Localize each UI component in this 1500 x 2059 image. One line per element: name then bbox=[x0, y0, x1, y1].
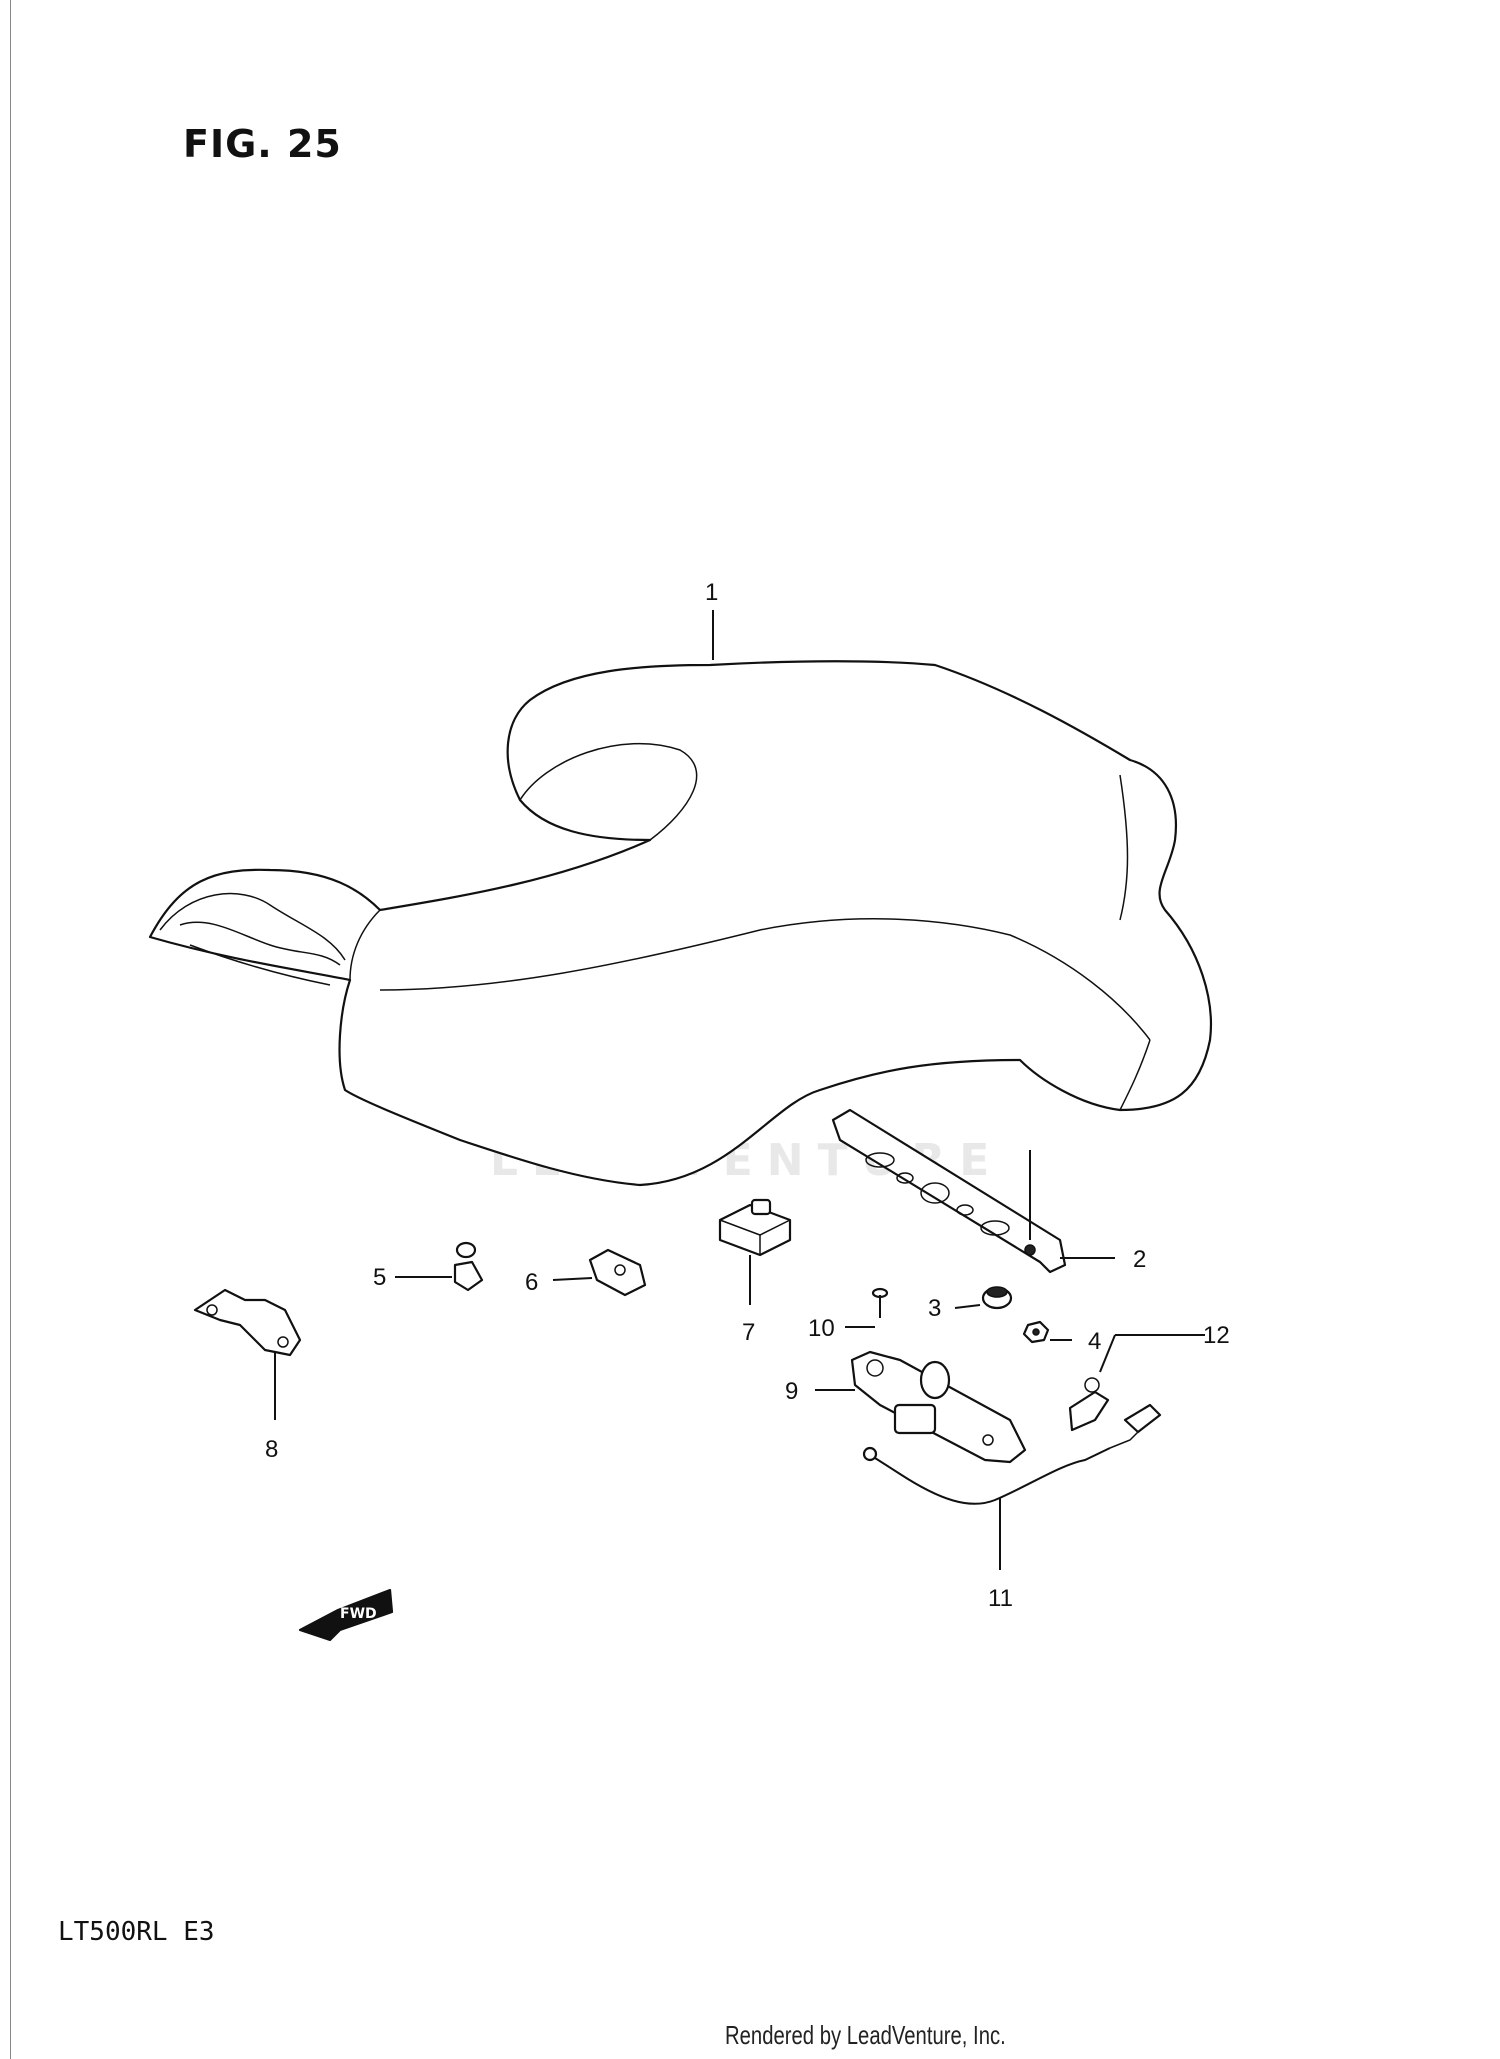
render-credit: Rendered by LeadVenture, Inc. bbox=[725, 2020, 1006, 2050]
callout-4: 4 bbox=[1088, 1328, 1101, 1355]
seat-plate-part-2 bbox=[831, 1108, 1067, 1274]
callout-7: 7 bbox=[742, 1319, 755, 1346]
strap-bracket-part-8 bbox=[193, 1288, 302, 1357]
leader-lines bbox=[274, 610, 1205, 1570]
fwd-label: FWD bbox=[340, 1606, 377, 1622]
callout-8: 8 bbox=[265, 1436, 278, 1463]
forward-direction-arrow: FWD bbox=[298, 1588, 394, 1642]
callout-2: 2 bbox=[1133, 1246, 1146, 1273]
seat-part-1 bbox=[148, 660, 1212, 1187]
screw-part-10 bbox=[871, 1287, 889, 1318]
model-code: LT500RL E3 bbox=[58, 1917, 215, 1947]
page-border-rule bbox=[10, 0, 11, 2059]
block-part-7 bbox=[718, 1198, 792, 1257]
bumper-part-5 bbox=[453, 1241, 484, 1292]
callout-3: 3 bbox=[928, 1295, 941, 1322]
clamp-part-12 bbox=[1068, 1377, 1162, 1434]
callout-6: 6 bbox=[525, 1269, 538, 1296]
callout-11: 11 bbox=[988, 1585, 1013, 1612]
callout-1: 1 bbox=[705, 579, 718, 606]
callout-9: 9 bbox=[785, 1378, 798, 1405]
callout-10: 10 bbox=[808, 1315, 835, 1342]
callout-5: 5 bbox=[373, 1264, 386, 1291]
latch-part-9 bbox=[850, 1350, 1027, 1464]
callout-labels: 1 2 3 4 5 6 7 8 9 10 11 12 bbox=[265, 579, 1230, 1612]
cable-part-11 bbox=[862, 1429, 1141, 1505]
callout-12: 12 bbox=[1203, 1322, 1230, 1349]
figure-title: FIG. 25 bbox=[183, 122, 342, 166]
bracket-part-6 bbox=[588, 1248, 647, 1297]
nut-part-4 bbox=[1022, 1320, 1050, 1344]
cushion-part-3 bbox=[981, 1286, 1013, 1310]
